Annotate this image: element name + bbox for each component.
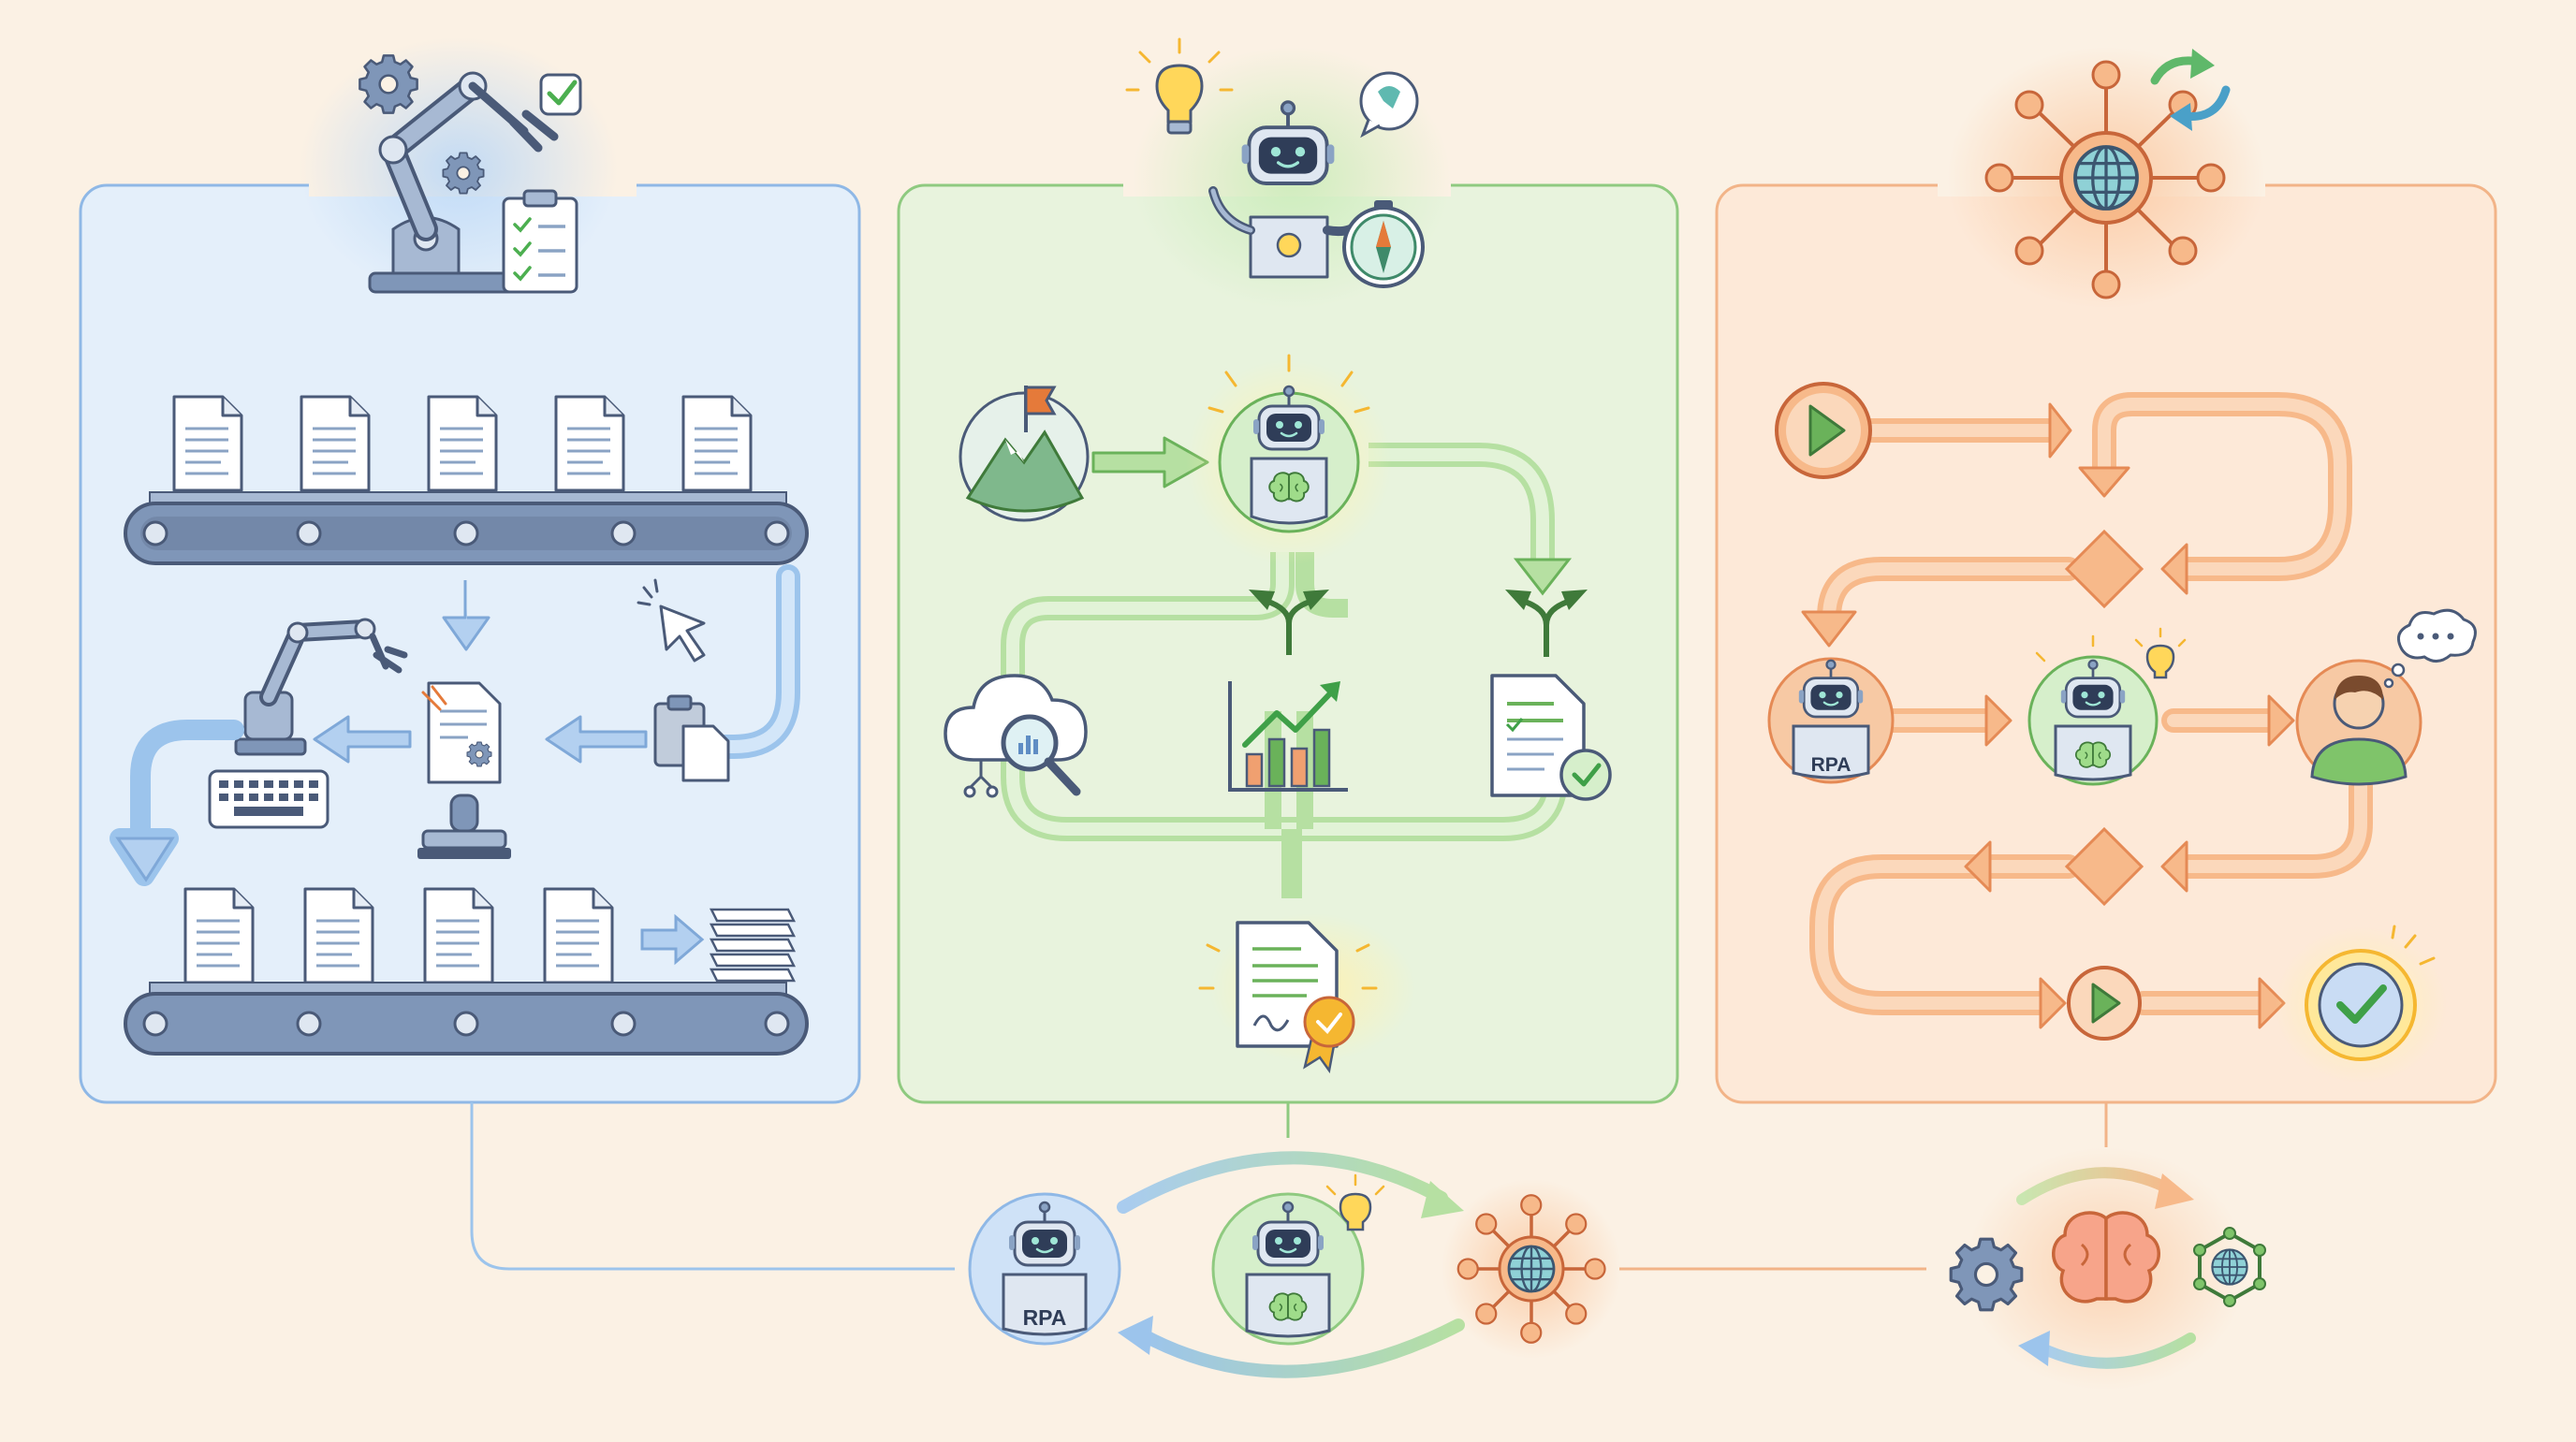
document-icon — [423, 887, 494, 984]
stamp-icon — [417, 794, 511, 859]
thought-bubble-icon — [2383, 608, 2477, 689]
chat-bubble-icon — [1359, 71, 1419, 138]
play-icon — [1775, 382, 1872, 479]
cloud-search-icon — [944, 674, 1088, 798]
growth-chart-icon — [1228, 681, 1348, 792]
robot-brain-icon — [2027, 627, 2187, 786]
robot-brain-icon — [1186, 354, 1392, 565]
globe-icon — [2073, 145, 2139, 211]
rpa-label: RPA — [1811, 754, 1852, 776]
conveyor-belt-bottom — [124, 887, 809, 1056]
conveyor-belt-top — [124, 395, 809, 565]
document-icon — [543, 887, 614, 984]
fork-arrow-icon — [1505, 590, 1588, 657]
lightbulb-icon — [1325, 1173, 1385, 1231]
integration-cycle — [1949, 1147, 2266, 1391]
compass-icon — [1342, 200, 1425, 288]
header-robotic-arm-icon — [300, 37, 618, 299]
mountain-flag-icon — [959, 386, 1090, 522]
verified-document-icon — [1490, 674, 1612, 801]
clipboard-icon — [653, 694, 730, 782]
document-icon — [303, 887, 374, 984]
certificate-icon — [1198, 913, 1415, 1074]
lightbulb-icon — [2134, 627, 2187, 679]
brain-icon — [2052, 1211, 2160, 1304]
keyboard-icon — [208, 769, 329, 829]
robotic-arm-icon — [234, 618, 408, 756]
checkbox-icon — [539, 73, 582, 116]
document-icon — [300, 395, 371, 492]
rpa-robot-icon: RPA — [968, 1192, 1121, 1346]
gear-icon — [359, 54, 418, 114]
header-robot-assistant-icon — [1125, 37, 1451, 309]
sync-arrows-icon — [2150, 49, 2231, 131]
paper-stack-icon — [709, 908, 797, 983]
document-icon — [172, 395, 243, 492]
checklist-icon — [502, 189, 578, 294]
fork-arrow-icon — [1249, 590, 1329, 655]
decision-diamond-icon — [2064, 826, 2144, 907]
document-gear-icon — [421, 681, 502, 784]
document-icon — [427, 395, 498, 492]
document-icon — [681, 395, 753, 492]
robot-brain-icon — [1211, 1173, 1385, 1346]
lightbulb-icon — [1125, 37, 1234, 135]
document-icon — [554, 395, 625, 492]
cursor-click-icon — [637, 578, 706, 663]
network-globe-icon — [1442, 1179, 1621, 1359]
network-globe-icon — [2193, 1227, 2266, 1307]
play-icon — [2067, 966, 2142, 1041]
person-icon — [2295, 608, 2477, 786]
document-icon — [183, 887, 255, 984]
decision-diamond-icon — [2064, 529, 2144, 609]
gear-icon — [1949, 1237, 2024, 1312]
rpa-robot-icon: RPA — [1767, 657, 1895, 784]
check-circle-icon — [2275, 925, 2447, 1084]
rpa-label: RPA — [1023, 1305, 1067, 1330]
connector-lines — [470, 1102, 2108, 1271]
header-network-globe-icon — [1947, 47, 2265, 309]
